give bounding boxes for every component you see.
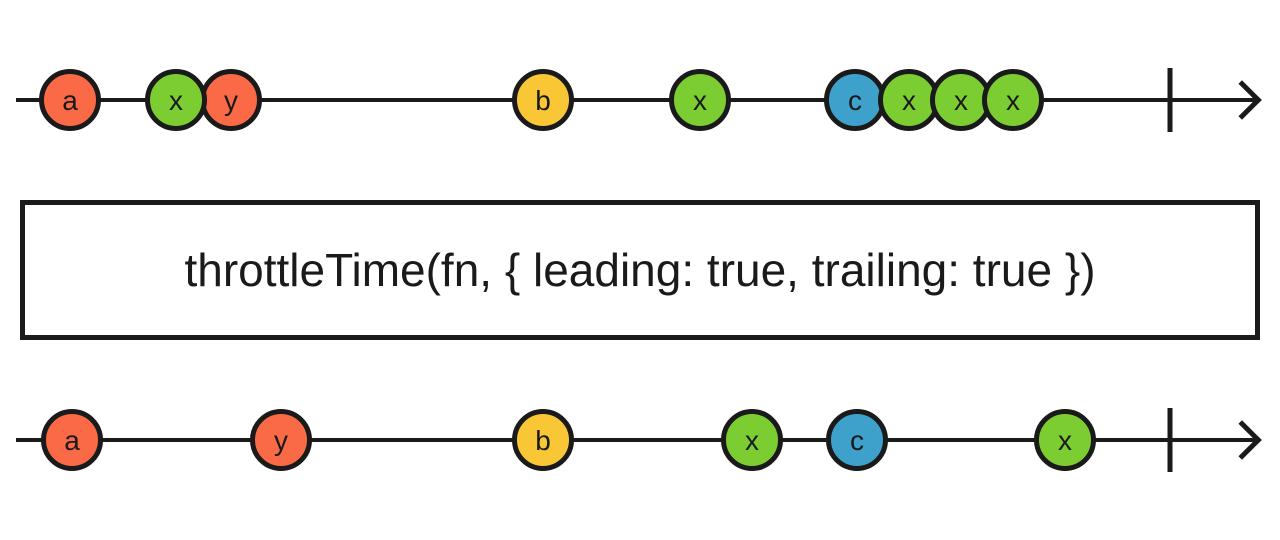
input-completion-tick xyxy=(1167,68,1173,132)
operator-label: throttleTime(fn, { leading: true, traili… xyxy=(184,244,1096,296)
marble-c: c xyxy=(826,409,888,471)
marble-b: b xyxy=(512,69,574,131)
output-completion-tick xyxy=(1167,408,1173,472)
marble-x: x xyxy=(721,409,783,471)
marble-y: y xyxy=(200,69,262,131)
marble-a: a xyxy=(39,69,101,131)
output-arrow-head-icon xyxy=(1222,420,1262,460)
marble-a: a xyxy=(41,409,103,471)
marble-x: x xyxy=(930,69,992,131)
marble-x: x xyxy=(145,69,207,131)
marble-b: b xyxy=(512,409,574,471)
input-arrow-head-icon xyxy=(1222,80,1262,120)
marble-x: x xyxy=(669,69,731,131)
input-timeline-line xyxy=(16,98,1256,102)
operator-box: throttleTime(fn, { leading: true, traili… xyxy=(20,200,1260,340)
output-timeline-line xyxy=(16,438,1256,442)
marble-x: x xyxy=(982,69,1044,131)
marble-y: y xyxy=(250,409,312,471)
marble-c: c xyxy=(824,69,886,131)
marble-x: x xyxy=(1034,409,1096,471)
